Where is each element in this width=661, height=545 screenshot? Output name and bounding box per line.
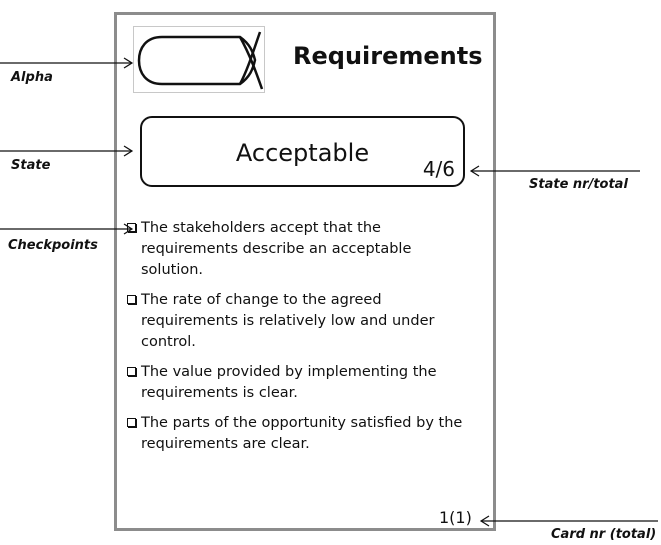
annotation-checkpoints: Checkpoints <box>8 238 98 253</box>
arrow-state-total <box>469 165 640 177</box>
alpha-symbol <box>133 26 265 93</box>
arrow-state <box>0 145 134 157</box>
checkpoint-item: The value provided by implementing the r… <box>127 362 472 404</box>
arrow-checkpoints <box>0 223 134 235</box>
checkbox-icon <box>127 367 136 376</box>
state-name: Acceptable <box>235 139 370 167</box>
checkpoint-item: The stakeholders accept that the require… <box>127 218 472 281</box>
checkpoint-text: The parts of the opportunity satisfied b… <box>141 415 463 452</box>
checkbox-icon <box>127 295 136 304</box>
annotation-state: State <box>11 158 51 173</box>
checkpoint-text: The stakeholders accept that the require… <box>141 220 412 278</box>
checkbox-icon <box>127 223 136 232</box>
arrow-card-total <box>479 515 658 527</box>
checkpoint-item: The parts of the opportunity satisfied b… <box>127 413 472 455</box>
checkpoint-text: The value provided by implementing the r… <box>141 364 437 401</box>
state-number: 4/6 <box>422 157 455 181</box>
state-box: Acceptable 4/6 <box>140 116 465 187</box>
checkpoint-text: The rate of change to the agreed require… <box>141 292 435 350</box>
card-number: 1(1) <box>439 508 472 527</box>
arrow-alpha <box>0 57 134 69</box>
alpha-state-card <box>114 12 496 531</box>
annotation-alpha: Alpha <box>11 70 53 85</box>
checkbox-icon <box>127 418 136 427</box>
annotation-card-total: Card nr (total) <box>551 527 657 542</box>
checkpoint-item: The rate of change to the agreed require… <box>127 290 472 353</box>
alpha-title: Requirements <box>293 42 483 70</box>
alpha-fish-icon <box>137 31 264 90</box>
annotation-state-total: State nr/total <box>529 177 628 192</box>
checkpoint-list: The stakeholders accept that the require… <box>127 218 472 464</box>
